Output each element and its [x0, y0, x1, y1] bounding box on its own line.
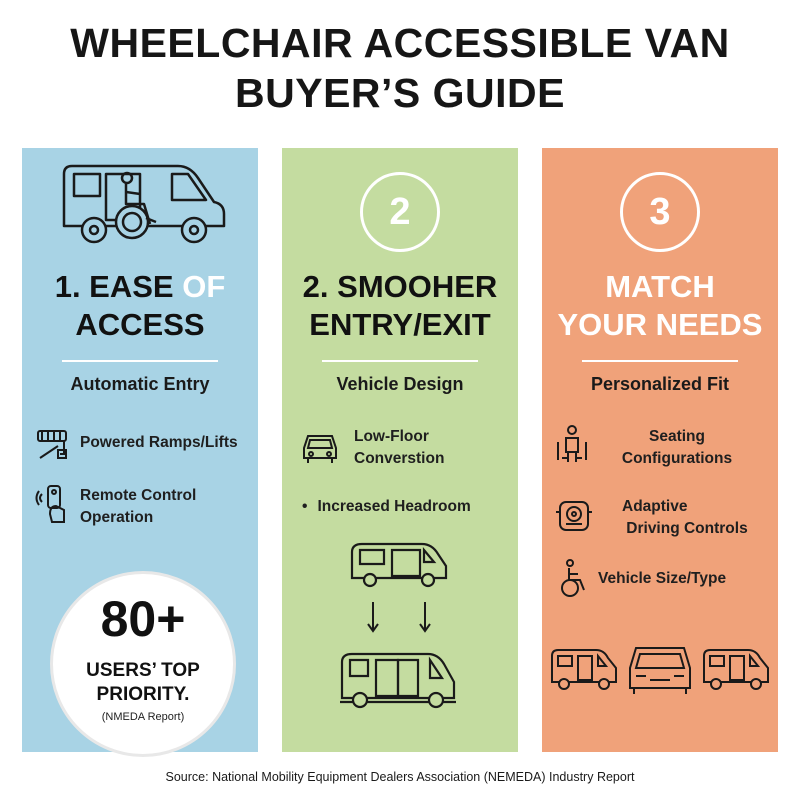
- remote-control-icon: [35, 485, 65, 523]
- heading-1-line-2: ACCESS: [75, 307, 205, 342]
- item-seating: Seating Configurations: [602, 426, 752, 470]
- page-title: WHEELCHAIR ACCESSIBLE VAN BUYER’S GUIDE: [0, 18, 800, 118]
- heading-1-part-b: OF: [182, 269, 226, 304]
- van-icon: [703, 649, 769, 690]
- raised-van-icon: [350, 542, 448, 588]
- item-adaptive-line-1: Adaptive: [622, 498, 688, 515]
- step-number-2: 2: [360, 172, 440, 252]
- column-1-heading: 1. EASE OF ACCESS: [22, 268, 258, 344]
- column-match-your-needs: 3 MATCH YOUR NEEDS Personalized Fit Seat…: [542, 148, 778, 752]
- column-3-subheading: Personalized Fit: [590, 374, 730, 394]
- seating-icon: [557, 425, 587, 462]
- column-ease-of-access: 1. EASE OF ACCESS Automatic Entry Powere…: [22, 148, 258, 757]
- item-increased-headroom: • Increased Headroom: [302, 496, 471, 518]
- column-3-heading: MATCH YOUR NEEDS: [542, 268, 778, 344]
- steering-wheel-icon: [556, 501, 592, 531]
- step-number-3: 3: [620, 172, 700, 252]
- van-icon: [551, 649, 617, 690]
- stat-circle: 80+ USERS’ TOP PRIORITY. (NMEDA Report): [50, 571, 236, 757]
- lowered-van-icon: [340, 652, 456, 709]
- item-low-floor-line-1: Low-Floor: [354, 428, 429, 445]
- stat-line-2: PRIORITY.: [96, 684, 190, 705]
- source-footer: Source: National Mobility Equipment Deal…: [165, 770, 635, 784]
- heading-3-line-1: MATCH: [605, 269, 715, 304]
- item-seating-line-2: Configurations: [621, 450, 733, 467]
- ramp-lift-icon: [37, 430, 67, 459]
- heading-2-line-2: ENTRY/EXIT: [309, 307, 491, 342]
- item-powered-ramps: Powered Ramps/Lifts: [80, 434, 238, 451]
- item-vehicle-size: Vehicle Size/Type: [598, 570, 727, 587]
- title-line-2: BUYER’S GUIDE: [235, 70, 565, 116]
- item-remote-line-1: Remote Control: [80, 487, 197, 504]
- column-2-heading: 2. SMOOHER ENTRY/EXIT: [282, 268, 518, 344]
- column-1-divider: [62, 360, 218, 362]
- column-1-subheading: Automatic Entry: [70, 374, 210, 394]
- item-low-floor-line-2: Converstion: [354, 450, 445, 467]
- stat-line-1: USERS’ TOP: [86, 660, 200, 681]
- item-headroom-label: Increased Headroom: [317, 498, 471, 515]
- column-2-divider: [322, 360, 478, 362]
- title-line-1: WHEELCHAIR ACCESSIBLE VAN: [70, 20, 730, 66]
- column-smoother-entry: 2 2. SMOOHER ENTRY/EXIT Vehicle Design L…: [282, 148, 518, 752]
- arrow-down-icon: [367, 602, 379, 633]
- stat-value: 80+: [100, 591, 186, 647]
- low-floor-van-icon: [303, 435, 337, 463]
- heading-1-part-a: 1. EASE: [54, 269, 174, 304]
- heading-3-line-2: YOUR NEEDS: [557, 307, 763, 342]
- item-adaptive-controls: Adaptive Driving Controls: [602, 496, 772, 540]
- heading-2-line-1: 2. SMOOHER: [302, 269, 498, 304]
- van-front-icon: [629, 647, 691, 694]
- stat-note: (NMEDA Report): [101, 711, 185, 723]
- item-low-floor: Low-Floor Converstion: [354, 426, 444, 470]
- column-2-subheading: Vehicle Design: [336, 374, 464, 394]
- item-adaptive-line-2: Driving Controls: [626, 520, 748, 537]
- wheelchair-icon: [561, 559, 585, 597]
- bullet: •: [302, 498, 308, 515]
- column-3-divider: [582, 360, 738, 362]
- item-remote-control: Remote Control Operation: [80, 485, 196, 529]
- arrow-down-icon: [419, 602, 431, 633]
- wheelchair-van-icon: [62, 164, 226, 244]
- item-seating-line-1: Seating: [649, 428, 705, 445]
- item-remote-line-2: Operation: [80, 509, 154, 526]
